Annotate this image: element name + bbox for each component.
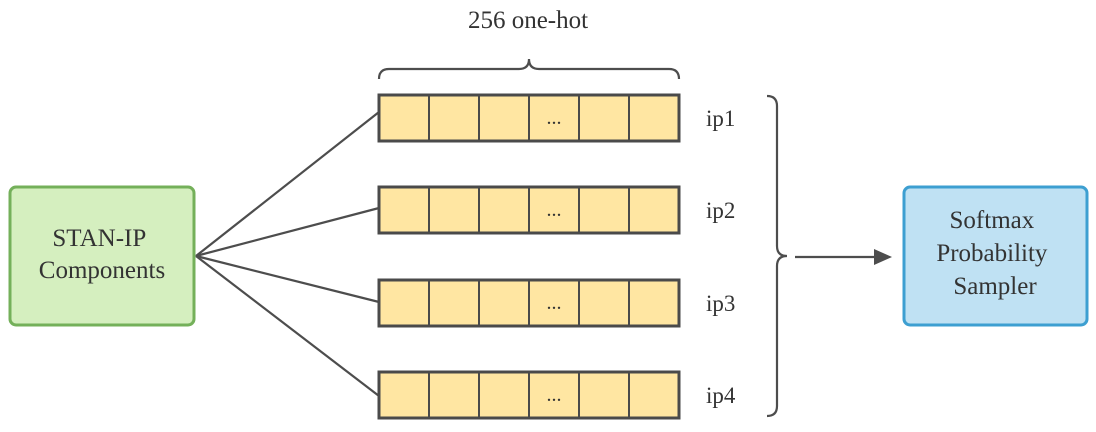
vector-ellipsis: ...: [547, 199, 562, 221]
stan-ip-label-line2: Components: [39, 257, 165, 284]
vector-label-ip2: ip2: [706, 198, 735, 223]
brace-label: 256 one-hot: [468, 7, 588, 34]
vector-cell: [378, 94, 430, 142]
vector-cell: [528, 371, 580, 419]
one-hot-vectors: ... ip1... ip2... ip3... ip4: [377, 93, 736, 420]
vector-row-ip4: ... ip4: [377, 370, 736, 420]
svg-text:Softmax Probability: Softmax Probability Sampler: [936, 207, 1053, 300]
vector-cell: [378, 186, 430, 234]
connector-to-ip4: [195, 255, 380, 397]
vector-cell: [428, 279, 480, 327]
vector-cell: [528, 186, 580, 234]
vector-cell: [478, 186, 530, 234]
vector-ellipsis: ...: [547, 292, 562, 314]
vector-row-frame: [377, 370, 681, 420]
vector-cell: [628, 371, 680, 419]
right-curly-brace: [766, 94, 788, 418]
vector-cell: [378, 279, 430, 327]
connector-to-ip1: [195, 111, 380, 257]
top-curly-brace: [377, 58, 681, 80]
fan-out-connectors: [195, 111, 380, 397]
stan-ip-components-box: STAN-IP Components: [8, 185, 196, 327]
vector-cell: [478, 94, 530, 142]
vector-cell: [428, 186, 480, 234]
softmax-sampler-box: Softmax Probability Sampler: [902, 185, 1089, 327]
vector-cell: [478, 279, 530, 327]
sampler-label-line1: Softmax: [950, 207, 1035, 234]
vector-cell: [428, 94, 480, 142]
vector-row-frame: [377, 185, 681, 235]
vector-cell: [478, 371, 530, 419]
sampler-label-line3: Sampler: [953, 273, 1037, 300]
vector-ellipsis: ...: [547, 107, 562, 129]
vector-label-ip3: ip3: [706, 291, 735, 316]
vector-cell: [628, 186, 680, 234]
connector-to-ip2: [195, 206, 380, 258]
vector-cell: [578, 279, 630, 327]
vector-cell: [578, 94, 630, 142]
vector-row-ip1: ... ip1: [377, 93, 735, 143]
vector-row-frame: [377, 278, 681, 328]
stan-ip-label-line1: STAN-IP: [52, 225, 145, 252]
vector-cell: [578, 186, 630, 234]
vector-label-ip1: ip1: [706, 106, 735, 131]
vector-row-ip3: ... ip3: [377, 278, 735, 328]
vector-label-ip4: ip4: [706, 383, 736, 408]
vector-ellipsis: ...: [547, 384, 562, 406]
sampler-label-line2: Probability: [936, 240, 1048, 267]
arrow-to-sampler: [795, 249, 892, 265]
svg-text:STAN-IP Components: STAN-IP Components: [39, 225, 165, 284]
vector-cell: [628, 94, 680, 142]
vector-cell: [428, 371, 480, 419]
connector-to-ip3: [195, 254, 380, 304]
vector-cell: [628, 279, 680, 327]
vector-cell: [578, 371, 630, 419]
vector-row-ip2: ... ip2: [377, 185, 735, 235]
vector-cell: [378, 371, 430, 419]
vector-row-frame: [377, 93, 681, 143]
